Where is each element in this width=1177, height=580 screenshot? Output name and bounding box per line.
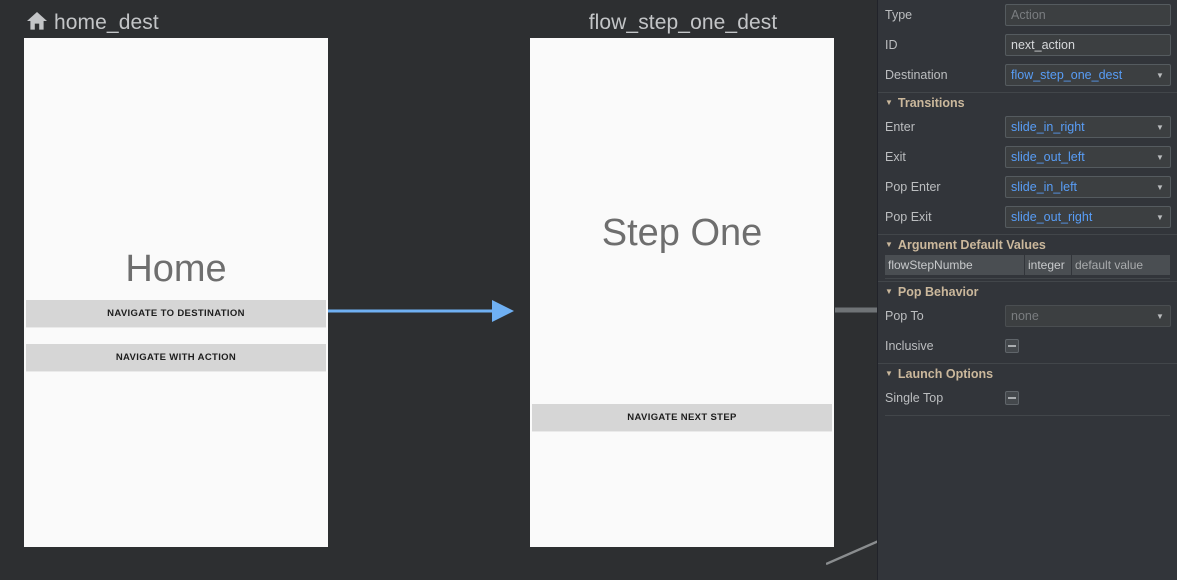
argument-row[interactable]: flowStepNumbe integer default value xyxy=(885,255,1170,279)
destination-label: flow_step_one_dest xyxy=(588,11,778,34)
inclusive-label: Inclusive xyxy=(885,339,934,353)
destination-header: flow_step_one_dest xyxy=(530,8,834,38)
chevron-down-icon[interactable]: ▼ xyxy=(1156,152,1164,162)
chevron-down-icon[interactable]: ▼ xyxy=(1156,311,1164,321)
enter-label: Enter xyxy=(885,120,915,134)
destination-label: home_dest xyxy=(54,11,159,34)
property-row-pop-to: Pop To none ▼ xyxy=(878,301,1177,331)
arrow-head xyxy=(492,300,514,322)
triangle-down-icon[interactable]: ▼ xyxy=(885,239,893,249)
argument-type-cell[interactable]: integer xyxy=(1025,255,1072,275)
destination-preview[interactable]: Step One NAVIGATE NEXT STEP xyxy=(530,38,834,547)
destination-header: home_dest xyxy=(24,8,328,38)
destination-dropdown[interactable]: flow_step_one_dest ▼ xyxy=(1005,64,1171,86)
destination-node-home-dest[interactable]: home_dest Home NAVIGATE TO DESTINATION N… xyxy=(24,8,328,547)
destination-node-flow-step-one-dest[interactable]: flow_step_one_dest Step One NAVIGATE NEX… xyxy=(530,8,834,547)
property-row-exit: Exit slide_out_left ▼ xyxy=(878,142,1177,172)
pop-exit-dropdown[interactable]: slide_out_right ▼ xyxy=(1005,206,1171,228)
section-header-pop-behavior[interactable]: ▼ Pop Behavior xyxy=(878,281,1177,301)
chevron-down-icon[interactable]: ▼ xyxy=(1156,70,1164,80)
step-one-outgoing-stub xyxy=(835,307,877,313)
properties-panel: Type Action ID next_action Destination f… xyxy=(877,0,1177,580)
destination-preview[interactable]: Home NAVIGATE TO DESTINATION NAVIGATE WI… xyxy=(24,38,328,547)
pop-enter-value: slide_in_left xyxy=(1011,180,1078,194)
pop-to-dropdown[interactable]: none ▼ xyxy=(1005,305,1171,327)
section-title: Launch Options xyxy=(897,366,994,381)
property-row-enter: Enter slide_in_right ▼ xyxy=(878,112,1177,142)
triangle-down-icon[interactable]: ▼ xyxy=(885,97,893,107)
property-row-id: ID next_action xyxy=(878,30,1177,60)
property-row-pop-exit: Pop Exit slide_out_right ▼ xyxy=(878,202,1177,232)
id-label: ID xyxy=(885,38,898,52)
single-top-checkbox[interactable] xyxy=(1005,391,1019,405)
preview-button-navigate-next-step[interactable]: NAVIGATE NEXT STEP xyxy=(532,404,832,432)
property-row-single-top: Single Top xyxy=(878,383,1177,413)
navigation-graph-canvas[interactable]: home_dest Home NAVIGATE TO DESTINATION N… xyxy=(0,0,877,580)
section-header-argument-default-values[interactable]: ▼ Argument Default Values xyxy=(878,234,1177,254)
chevron-down-icon[interactable]: ▼ xyxy=(1156,122,1164,132)
chevron-down-icon[interactable]: ▼ xyxy=(1156,212,1164,222)
type-label: Type xyxy=(885,8,913,22)
property-row-type: Type Action xyxy=(878,0,1177,30)
exit-dropdown[interactable]: slide_out_left ▼ xyxy=(1005,146,1171,168)
preview-screen-title: Home xyxy=(125,248,227,290)
pop-to-label: Pop To xyxy=(885,309,924,323)
section-title: Argument Default Values xyxy=(897,237,1046,252)
property-row-destination: Destination flow_step_one_dest ▼ xyxy=(878,60,1177,90)
preview-screen-title: Step One xyxy=(601,212,763,254)
inclusive-checkbox[interactable] xyxy=(1005,339,1019,353)
id-input[interactable]: next_action xyxy=(1005,34,1171,56)
argument-default-value-cell[interactable]: default value xyxy=(1072,255,1170,275)
preview-button-navigate-to-destination[interactable]: NAVIGATE TO DESTINATION xyxy=(26,300,326,328)
destination-label: Destination xyxy=(885,68,948,82)
destination-value: flow_step_one_dest xyxy=(1011,68,1123,82)
panel-bottom-divider xyxy=(885,415,1170,416)
enter-dropdown[interactable]: slide_in_right ▼ xyxy=(1005,116,1171,138)
pop-exit-value: slide_out_right xyxy=(1011,210,1093,224)
exit-value: slide_out_left xyxy=(1011,150,1085,164)
section-header-transitions[interactable]: ▼ Transitions xyxy=(878,92,1177,112)
pop-enter-dropdown[interactable]: slide_in_left ▼ xyxy=(1005,176,1171,198)
pop-exit-label: Pop Exit xyxy=(885,210,932,224)
pop-to-value: none xyxy=(1011,309,1039,323)
section-header-launch-options[interactable]: ▼ Launch Options xyxy=(878,363,1177,383)
property-row-inclusive: Inclusive xyxy=(878,331,1177,361)
type-field[interactable]: Action xyxy=(1005,4,1171,26)
preview-button-navigate-with-action[interactable]: NAVIGATE WITH ACTION xyxy=(26,344,326,372)
triangle-down-icon[interactable]: ▼ xyxy=(885,368,893,378)
chevron-down-icon[interactable]: ▼ xyxy=(1156,182,1164,192)
property-row-pop-enter: Pop Enter slide_in_left ▼ xyxy=(878,172,1177,202)
pop-enter-label: Pop Enter xyxy=(885,180,941,194)
section-title: Pop Behavior xyxy=(897,284,979,299)
home-to-step-one-arrow[interactable] xyxy=(328,296,514,326)
enter-value: slide_in_right xyxy=(1011,120,1085,134)
argument-name-cell[interactable]: flowStepNumbe xyxy=(885,255,1025,275)
section-title: Transitions xyxy=(897,95,965,110)
single-top-label: Single Top xyxy=(885,391,944,405)
exit-label: Exit xyxy=(885,150,906,164)
triangle-down-icon[interactable]: ▼ xyxy=(885,286,893,296)
home-icon xyxy=(26,11,48,36)
